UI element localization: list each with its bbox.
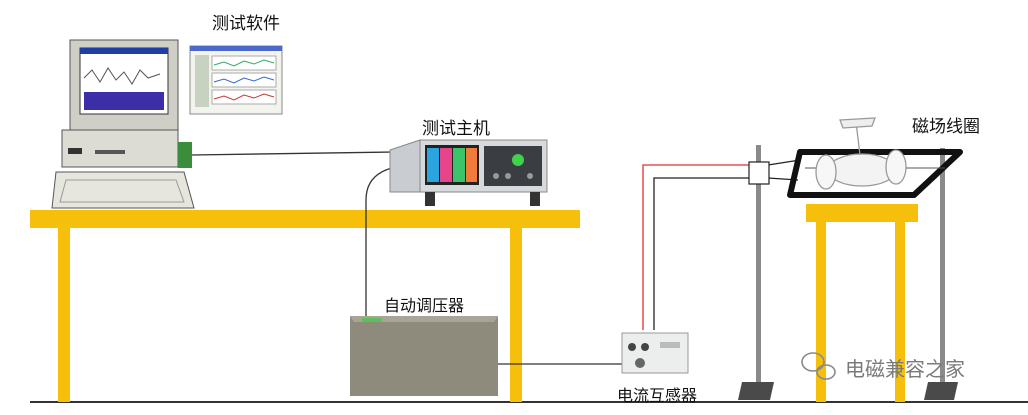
wechat-icon [801, 352, 836, 380]
label-auto-voltage-regulator: 自动调压器 [384, 296, 465, 315]
test-host-device [389, 139, 548, 206]
watermark-text: 电磁兼容之家 [845, 357, 965, 381]
eut-scooter [815, 117, 907, 190]
test-table [30, 210, 580, 402]
pc-monitor [69, 39, 179, 143]
label-current-transformer: 电流互感器 [617, 386, 698, 405]
label-magnetic-coil: 磁场线圈 [912, 117, 980, 137]
coil-stands [738, 145, 958, 400]
current-transformer-device [621, 332, 689, 374]
auto-voltage-regulator-device [350, 316, 498, 396]
coil-support-table [806, 204, 918, 402]
label-test-software: 测试软件 [212, 14, 280, 34]
label-test-host: 测试主机 [422, 119, 490, 139]
pc-case-keyboard [51, 129, 195, 209]
junction-box [748, 161, 770, 185]
cables [191, 151, 801, 365]
software-thumbnail [189, 45, 283, 115]
